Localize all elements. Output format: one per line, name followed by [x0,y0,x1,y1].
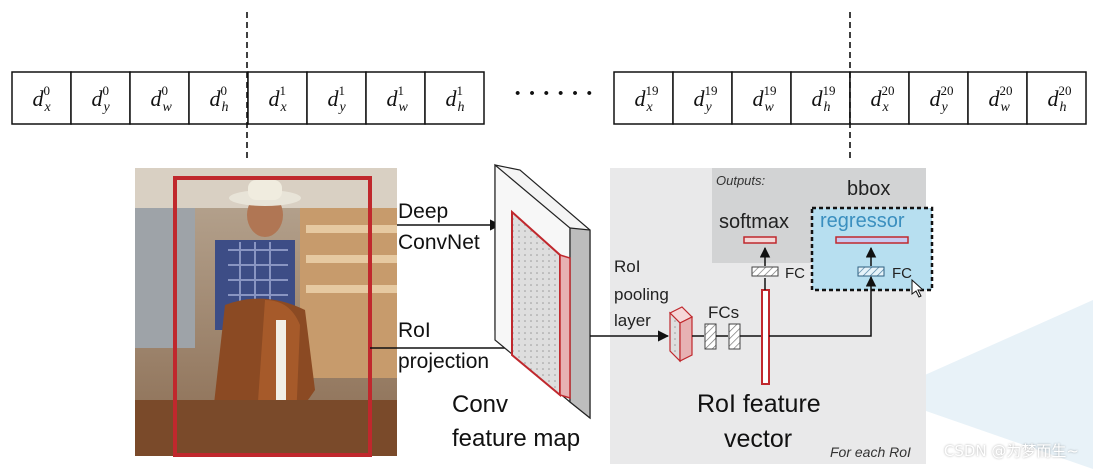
label-convnet: ConvNet [398,231,480,254]
label-projection: projection [398,350,489,373]
label-roi-pooling-2: pooling [614,285,669,304]
input-image [135,168,397,457]
label-softmax: softmax [719,211,789,233]
roi-box [173,176,372,457]
roi-pooled-feature [668,306,694,363]
fc-softmax-layer [751,266,779,277]
mouse-cursor-icon [911,278,925,298]
label-conv: Conv [452,391,508,418]
label-outputs: Outputs: [716,173,766,188]
label-fcs: FCs [708,303,739,322]
fc-bbox-layer [857,266,885,277]
conv-feature-map [494,163,591,420]
label-deep: Deep [398,200,448,223]
fc-layer-1 [704,323,717,350]
watermark: CSDN @为梦而生~ [943,442,1079,460]
label-for-each-roi: For each RoI [830,444,911,460]
label-fc-softmax: FC [785,265,805,282]
label-feature-map: feature map [452,425,580,452]
roi-feature-vector [761,289,770,385]
arrow-vector-to-fc-bbox [769,275,877,337]
label-regressor: regressor [820,210,905,232]
decorative-triangle [880,300,1093,469]
label-roi-feature: RoI feature [697,390,821,418]
label-roi-pooling-3: layer [614,311,651,330]
bbox-output-bar [835,236,909,244]
label-roi-pooling-1: RoI [614,257,640,276]
ellipsis: ······ [512,75,598,112]
label-bbox: bbox [847,178,890,200]
softmax-output-bar [743,236,777,244]
label-fc-bbox: FC [892,265,912,282]
fc-layer-2 [728,323,741,350]
label-roi: RoI [398,319,431,342]
label-vector: vector [724,425,792,453]
